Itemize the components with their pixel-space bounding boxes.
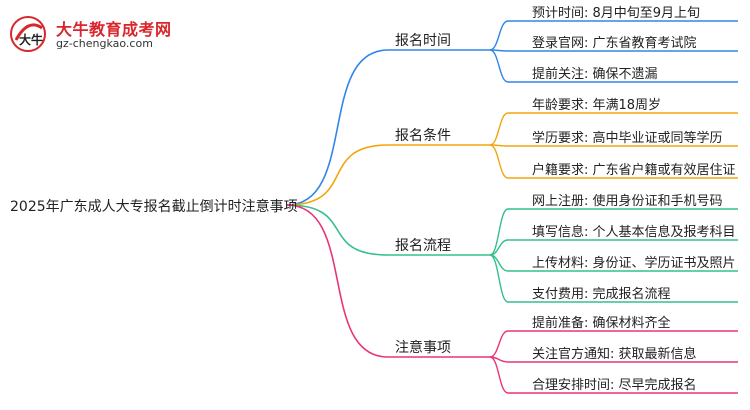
leaf-label: 提前关注: 确保不遗漏 xyxy=(532,67,658,82)
branch-to-leaf-connector xyxy=(489,144,509,179)
root-to-branch-connector xyxy=(286,204,389,358)
leaf-label: 合理安排时间: 尽早完成报名 xyxy=(532,378,697,393)
branch-to-leaf-connector xyxy=(489,356,509,394)
leaf-label: 网上注册: 使用身份证和手机号码 xyxy=(532,194,723,209)
leaf-label: 登录官网: 广东省教育考试院 xyxy=(532,36,697,51)
branch-to-leaf-connector xyxy=(489,49,509,83)
logo-url: gz-chengkao.com xyxy=(56,37,153,50)
root-topic: 2025年广东成人大专报名截止倒计时注意事项 xyxy=(10,199,298,215)
branch-label: 注意事项 xyxy=(395,340,451,356)
root-to-branch-connector xyxy=(286,144,389,206)
leaf-label: 预计时间: 8月中旬至9月上旬 xyxy=(532,6,701,21)
branch-label: 报名时间 xyxy=(395,33,451,49)
branch-to-leaf-connector xyxy=(489,20,509,51)
leaf-label: 提前准备: 确保材料齐全 xyxy=(532,316,671,331)
branch-to-leaf-connector xyxy=(489,330,509,358)
leaf-label: 年龄要求: 年满18周岁 xyxy=(532,98,662,113)
root-to-branch-connector xyxy=(286,49,389,206)
leaf-label: 支付费用: 完成报名流程 xyxy=(532,287,671,302)
branch-to-leaf-connector xyxy=(489,254,509,303)
leaf-label: 关注官方通知: 获取最新信息 xyxy=(532,347,697,362)
site-logo: 大牛 大牛教育成考网 gz-chengkao.com xyxy=(8,14,178,54)
logo-title: 大牛教育成考网 xyxy=(56,20,172,39)
svg-text:大牛: 大牛 xyxy=(19,32,43,47)
branch-label: 报名流程 xyxy=(395,238,451,254)
leaf-label: 学历要求: 高中毕业证或同等学历 xyxy=(532,131,723,146)
leaf-label: 户籍要求: 广东省户籍或有效居住证 xyxy=(532,163,736,178)
root-to-branch-connector xyxy=(286,204,389,256)
branch-to-leaf-connector xyxy=(489,112,509,146)
leaf-label: 上传材料: 身份证、学历证书及照片 xyxy=(532,256,736,271)
branch-to-leaf-connector xyxy=(489,208,509,256)
branch-label: 报名条件 xyxy=(395,128,451,144)
logo-badge-icon: 大牛 xyxy=(10,16,46,52)
leaf-label: 填写信息: 个人基本信息及报考科目 xyxy=(532,225,736,240)
